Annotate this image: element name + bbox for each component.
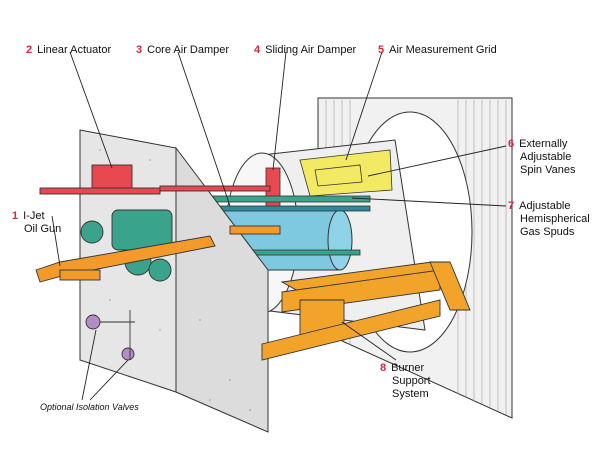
linear-actuator-part	[39, 164, 271, 195]
spin-vanes	[299, 149, 393, 197]
oil-gun	[35, 225, 281, 283]
support-beams	[261, 261, 471, 361]
isolation-valves-note: Optional Isolation Valves	[40, 402, 139, 412]
leader-lines	[51, 51, 507, 401]
isolation-valves	[85, 310, 135, 361]
